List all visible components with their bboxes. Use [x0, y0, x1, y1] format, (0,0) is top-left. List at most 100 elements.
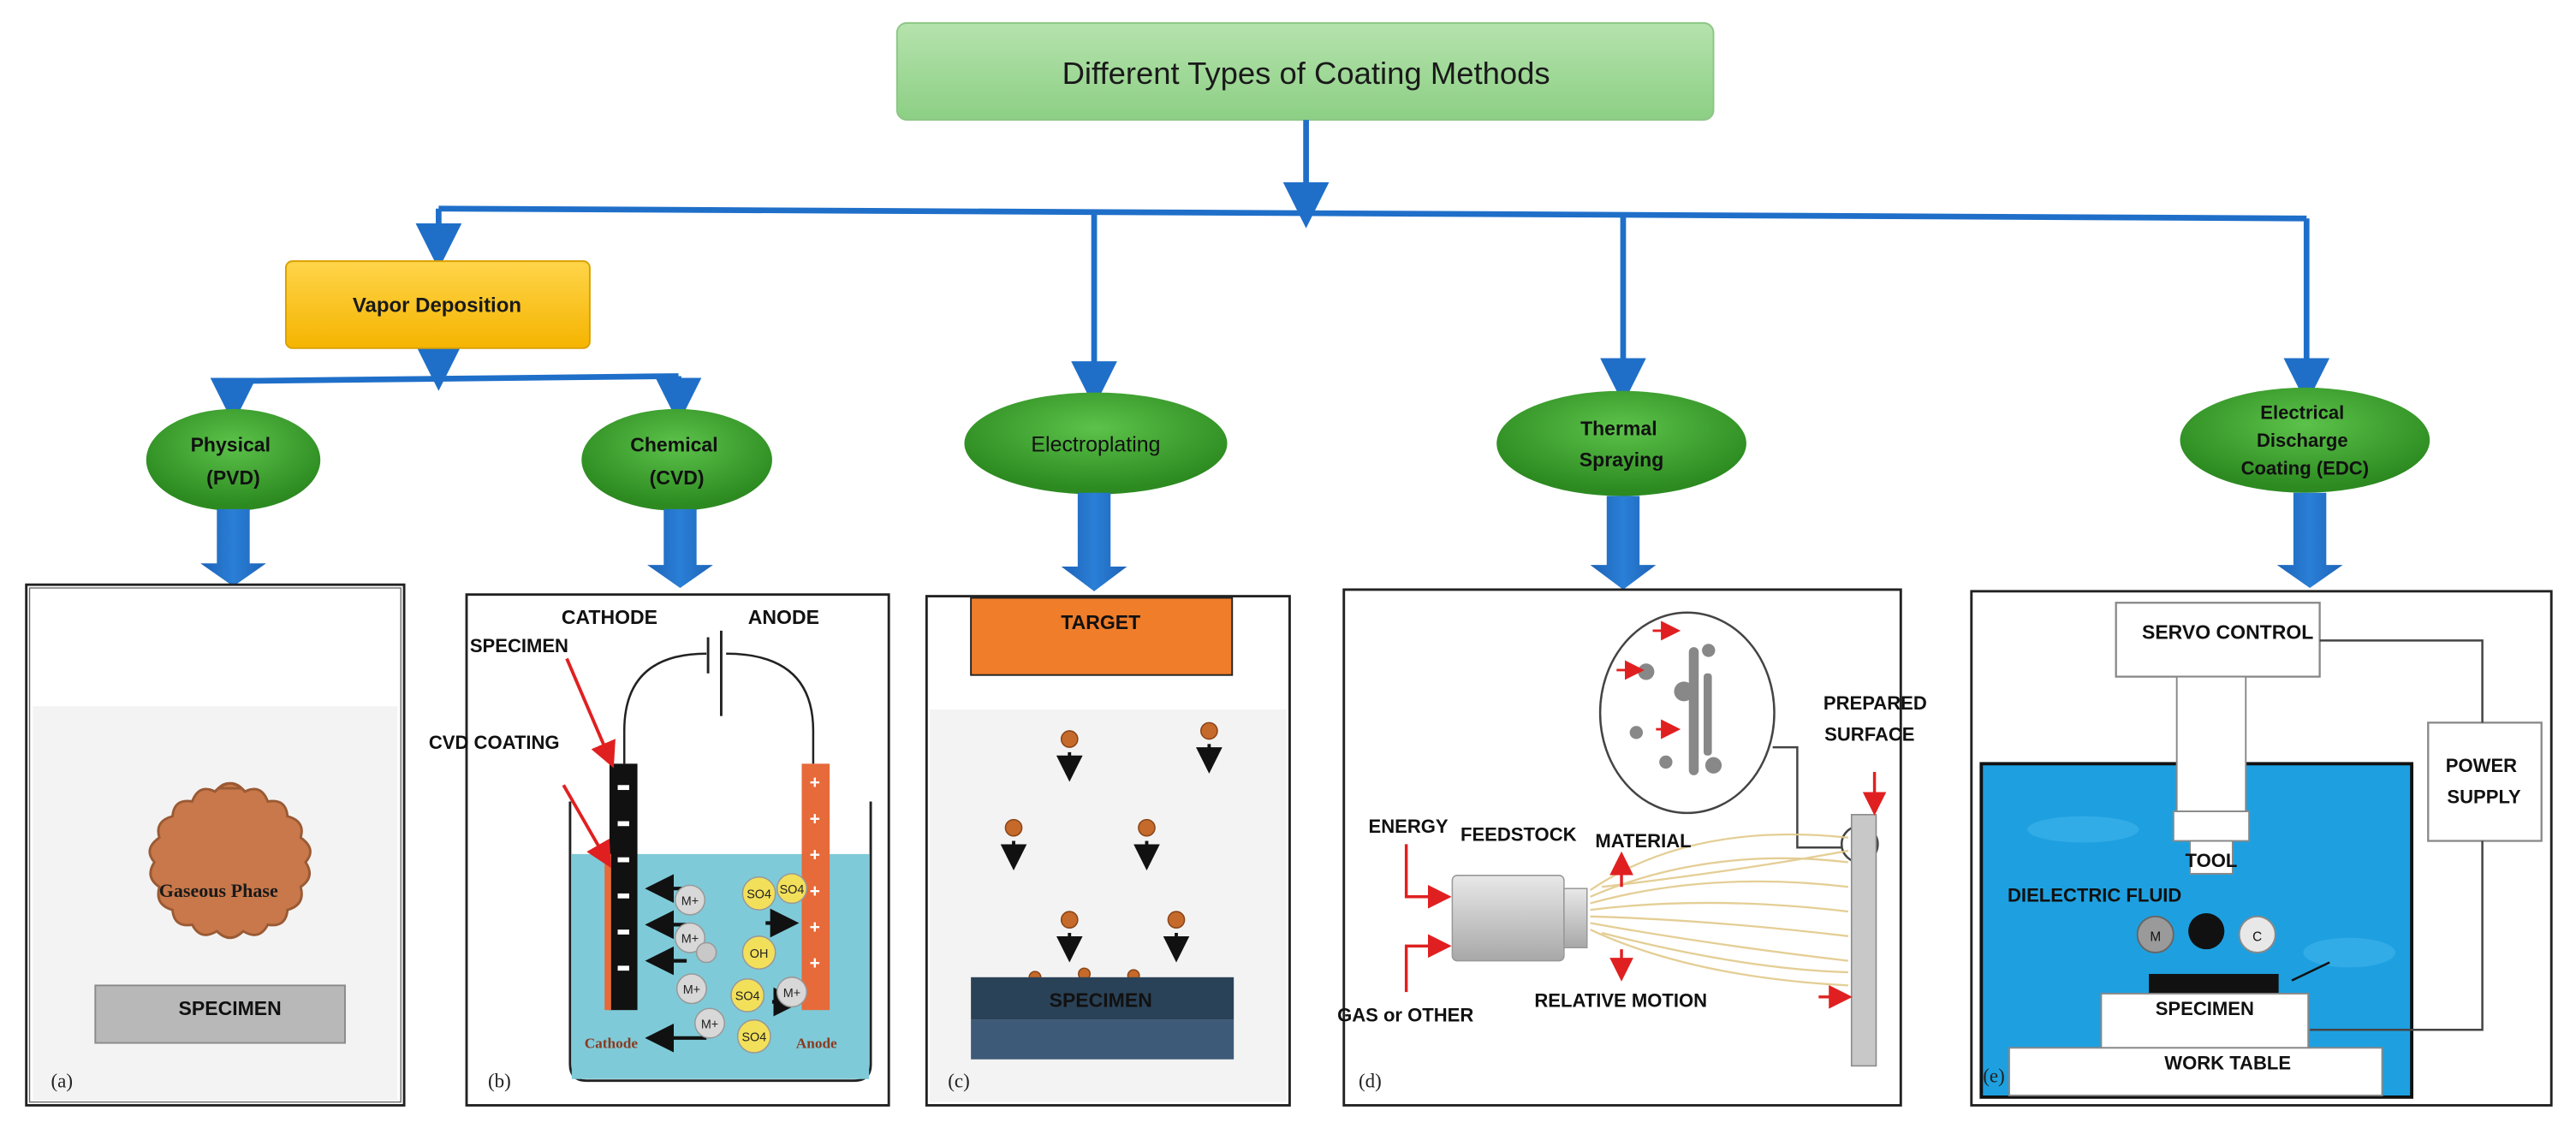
caption-e: (e)	[1983, 1065, 2005, 1087]
caption-d: (d)	[1359, 1069, 1382, 1091]
svg-text:+: +	[810, 917, 820, 937]
thermal-label: Thermal	[1580, 418, 1657, 440]
cathode-label: CATHODE	[562, 606, 657, 628]
diagram-title: Different Types of Coating Methods	[1062, 56, 1550, 91]
edc-label-line2: Discharge	[2257, 430, 2348, 451]
ion-particles	[674, 873, 807, 1054]
ion-label: SO4	[747, 888, 771, 902]
down-arrow-edc	[2276, 492, 2343, 589]
down-arrow-thermal	[1590, 496, 1657, 590]
ion-label: SO4	[780, 883, 805, 897]
ion-label: OH	[750, 947, 769, 961]
ion-label: M+	[683, 983, 700, 997]
chemical-label: Chemical	[630, 434, 717, 456]
power-label: POWER	[2446, 755, 2517, 776]
electroplating-specimen	[971, 977, 1234, 1020]
power-supply-box	[2427, 721, 2543, 842]
svg-text:Chemical (CVD): Chemical (CVD)	[630, 434, 723, 489]
svg-text:Physical (PVD): Physical (PVD)	[191, 434, 277, 489]
specimen-label-b: SPECIMEN	[470, 635, 568, 656]
caption-b: (b)	[488, 1069, 511, 1091]
cvd-coating-label: CVD COATING	[429, 732, 560, 753]
feedstock-label: FEEDSTOCK	[1461, 824, 1577, 846]
ion-label: SO4	[741, 1031, 766, 1045]
connectors	[210, 120, 2330, 425]
svg-text:Electrical Discharge: Electrical Discharge Coating (EDC)	[2241, 401, 2369, 478]
vapor-deposition-box: Vapor Deposition	[284, 260, 591, 349]
c-particle-label: C	[2252, 930, 2262, 945]
m-particle-label: M	[2150, 930, 2161, 945]
prepared-surface-plate	[1850, 814, 1877, 1067]
spray-gun-nozzle	[1451, 875, 1565, 962]
cvd-label: (CVD)	[650, 466, 705, 489]
edc-specimen	[2149, 973, 2279, 994]
ion-label: M+	[681, 933, 699, 947]
electroplating-oval: Electroplating	[964, 392, 1228, 495]
work-table-label: WORK TABLE	[2164, 1052, 2291, 1073]
caption-a: (a)	[51, 1069, 73, 1091]
svg-text:PREPARED SURFACE: PREPARED SURFACE	[1823, 692, 1932, 745]
edc-label-line3: Coating (EDC)	[2241, 458, 2369, 479]
gaseous-phase-label: Gaseous Phase	[159, 880, 278, 901]
cathode-small-label: Cathode	[585, 1035, 639, 1051]
relative-motion-label: RELATIVE MOTION	[1534, 989, 1707, 1011]
electrolyte-tank	[568, 801, 872, 1083]
ion-label: M+	[701, 1018, 718, 1031]
servo-column	[2175, 675, 2247, 812]
panel-b-cvd: CATHODE ANODE SPECIMEN CVD COATING + + + +…	[429, 593, 890, 1107]
servo-control-label: SERVO CONTROL	[2142, 620, 2313, 643]
cathode-electrode	[609, 763, 638, 1011]
pvd-label: (PVD)	[206, 466, 260, 489]
electroplating-specimen-label: SPECIMEN	[1050, 989, 1152, 1011]
caption-c: (c)	[948, 1069, 970, 1091]
thermal-spraying-oval: Thermal Spraying	[1496, 390, 1746, 496]
edc-specimen-label: SPECIMEN	[2156, 998, 2254, 1019]
gas-or-other-label: GAS or OTHER	[1337, 1005, 1473, 1026]
gaseous-phase-blob	[148, 781, 312, 940]
pvd-specimen-block	[94, 984, 346, 1044]
dielectric-fluid-label: DIELECTRIC FLUID	[2008, 885, 2181, 906]
electroplating-label: Electroplating	[1031, 433, 1160, 457]
down-block-arrows	[200, 492, 2343, 591]
anode-label: ANODE	[748, 606, 819, 628]
edc-label-line1: Electrical	[2260, 401, 2344, 423]
material-label: MATERIAL	[1595, 830, 1691, 852]
supply-label: SUPPLY	[2447, 786, 2520, 807]
servo-control-box	[2115, 602, 2321, 678]
tool	[2172, 810, 2251, 842]
circuit-wire	[622, 652, 815, 764]
prepared-label: PREPARED	[1823, 692, 1927, 714]
energy-label: ENERGY	[1369, 816, 1449, 837]
depositing-particles	[1004, 721, 1218, 984]
work-table	[2008, 1047, 2383, 1096]
down-arrow-cvd	[647, 508, 713, 589]
magnified-view	[1598, 611, 1776, 815]
svg-text:+: +	[810, 882, 820, 901]
target-block	[970, 597, 1234, 676]
tool-label: TOOL	[2186, 850, 2238, 871]
ion-label: M+	[783, 987, 800, 1000]
panel-a-pvd: Gaseous Phase SPECIMEN (a)	[25, 583, 406, 1107]
svg-text:+: +	[810, 773, 820, 793]
edc-oval: Electrical Discharge Coating (EDC)	[2180, 387, 2430, 493]
svg-text:+: +	[810, 846, 820, 865]
panel-d-thermal-spraying: PREPARED SURFACE ENERGY FEEDSTOCK MATERI…	[1337, 588, 1932, 1107]
physical-label: Physical	[191, 434, 271, 456]
svg-text:+: +	[810, 953, 820, 973]
ion-arrows	[645, 874, 803, 1053]
anode-small-label: Anode	[796, 1035, 837, 1051]
svg-text:+: +	[810, 809, 820, 828]
spraying-label: Spraying	[1580, 448, 1663, 471]
svg-text:Thermal Spraying: Thermal Spraying	[1580, 418, 1663, 471]
panel-e-edc: SERVO CONTROL TOOL POWER SUPPLY DIELECTR…	[1970, 590, 2553, 1107]
pvd-specimen-label: SPECIMEN	[179, 997, 282, 1019]
svg-text:POWER SUPPLY: POWER SUPPLY	[2446, 755, 2522, 807]
surface-label: SURFACE	[1824, 723, 1914, 745]
title-box: Different Types of Coating Methods	[895, 21, 1715, 122]
panel-c-electroplating: TARGET SPECIMEN (c)	[925, 595, 1291, 1107]
spray-plume	[1589, 833, 1849, 987]
ion-label: SO4	[735, 990, 760, 1004]
target-label: TARGET	[1061, 611, 1140, 633]
ion-label: M+	[681, 894, 699, 908]
